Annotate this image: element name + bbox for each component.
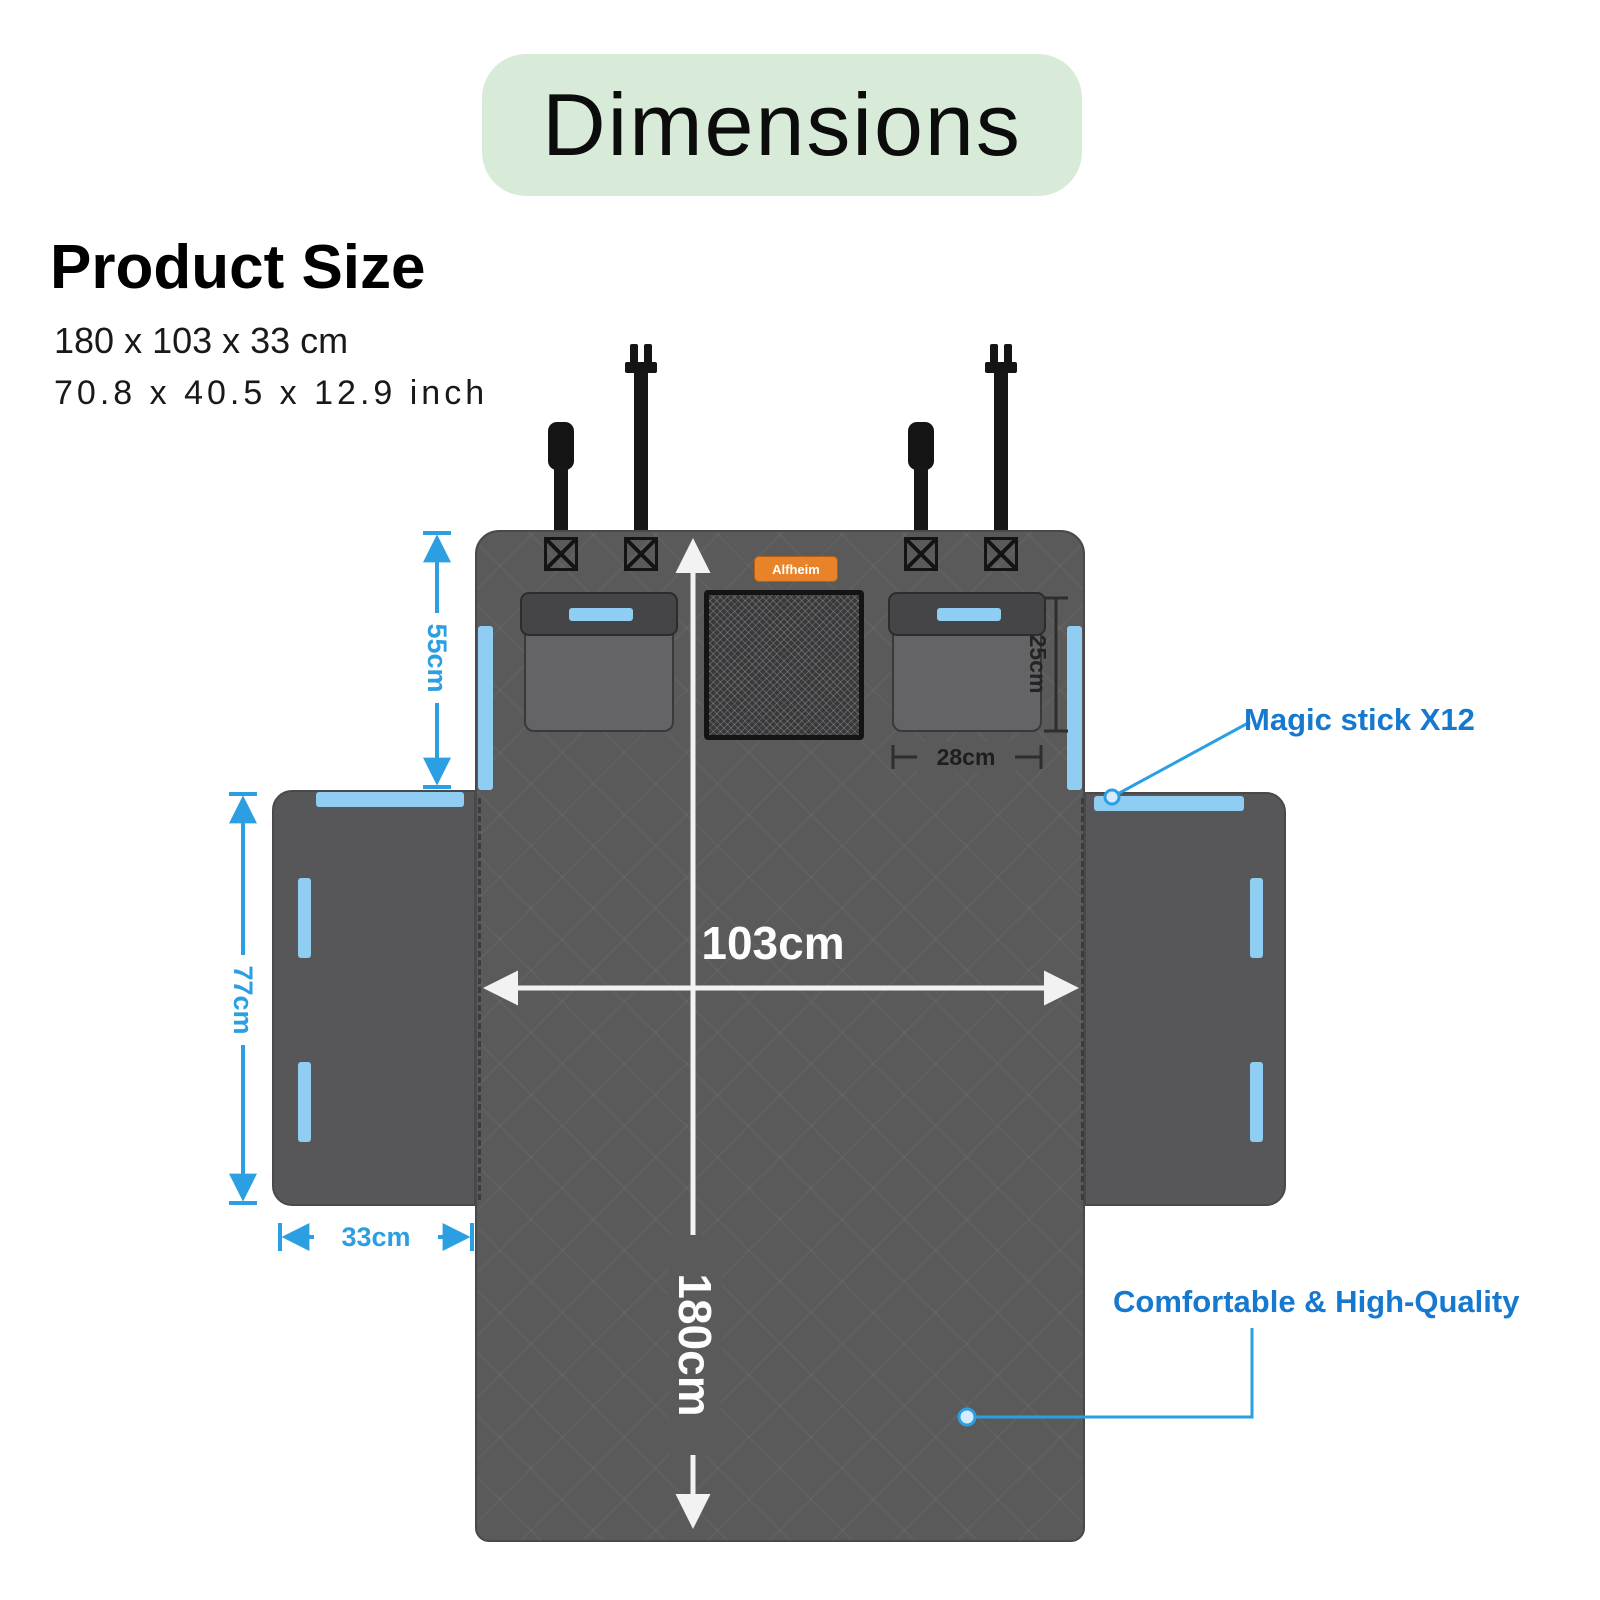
- dim-label-33cm: 33cm: [314, 1221, 438, 1253]
- strap-webbing: [634, 370, 648, 542]
- mesh-window: [704, 590, 864, 740]
- product-size-heading: Product Size: [50, 233, 426, 302]
- magic-stick-callout: Magic stick X12: [1244, 702, 1475, 737]
- leader-line-magic-stick: [1111, 720, 1251, 799]
- title-badge-label: Dimensions: [542, 75, 1022, 174]
- strap-clip-icon: [548, 422, 574, 470]
- strap-prong-icon: [1004, 344, 1012, 366]
- strap-stitch-box: [984, 537, 1018, 571]
- magic-stick-strip: [937, 608, 1001, 621]
- magic-stick-strip: [569, 608, 633, 621]
- strap-stitch-box: [544, 537, 578, 571]
- pocket-flap: [888, 592, 1046, 636]
- dim-label-77cm: 77cm: [227, 955, 259, 1045]
- strap-webbing: [994, 370, 1008, 542]
- product-size-inch: 70.8 x 40.5 x 12.9 inch: [54, 374, 489, 412]
- headrest-strap-outer-left: [548, 422, 574, 542]
- dim-label-55cm: 55cm: [421, 613, 453, 703]
- title-badge: Dimensions: [482, 54, 1082, 196]
- headrest-strap-inner-left: [625, 344, 657, 542]
- strap-buckle-bar: [625, 362, 657, 373]
- dim-label-25cm: 25cm: [1025, 634, 1051, 694]
- quality-callout: Comfortable & High-Quality: [1113, 1284, 1520, 1319]
- product-size-metric-cm: 180 x 103 x 33 cm: [54, 320, 349, 361]
- left-storage-pocket: [520, 592, 678, 734]
- magic-stick-strip: [298, 1062, 311, 1142]
- dim-label-180cm: 180cm: [669, 1235, 721, 1455]
- magic-stick-strip: [478, 626, 493, 790]
- brand-label-text: Alfheim: [772, 561, 820, 577]
- magic-stick-strip: [1067, 626, 1082, 790]
- magic-stick-strip: [1250, 1062, 1263, 1142]
- right-flap-seam: [1081, 798, 1084, 1200]
- strap-prong-icon: [630, 344, 638, 366]
- magic-stick-strip: [1094, 796, 1244, 811]
- brand-label: Alfheim: [754, 556, 838, 582]
- pocket-body: [892, 630, 1042, 732]
- headrest-strap-inner-right: [985, 344, 1017, 542]
- headrest-strap-outer-right: [908, 422, 934, 542]
- right-storage-pocket: [888, 592, 1046, 734]
- magic-stick-strip: [1250, 878, 1263, 958]
- dim-label-103cm: 103cm: [701, 917, 845, 969]
- strap-buckle-bar: [985, 362, 1017, 373]
- strap-prong-icon: [990, 344, 998, 366]
- pocket-body: [524, 630, 674, 732]
- strap-stitch-box: [624, 537, 658, 571]
- cover-right-flap: [1084, 792, 1286, 1206]
- strap-stitch-box: [904, 537, 938, 571]
- magic-stick-strip: [316, 792, 464, 807]
- pocket-flap: [520, 592, 678, 636]
- magic-stick-strip: [298, 878, 311, 958]
- left-flap-seam: [478, 798, 481, 1200]
- strap-prong-icon: [644, 344, 652, 366]
- strap-webbing: [914, 466, 928, 542]
- cover-left-flap: [272, 790, 476, 1206]
- dim-label-28cm: 28cm: [917, 742, 1015, 772]
- strap-webbing: [554, 466, 568, 542]
- strap-clip-icon: [908, 422, 934, 470]
